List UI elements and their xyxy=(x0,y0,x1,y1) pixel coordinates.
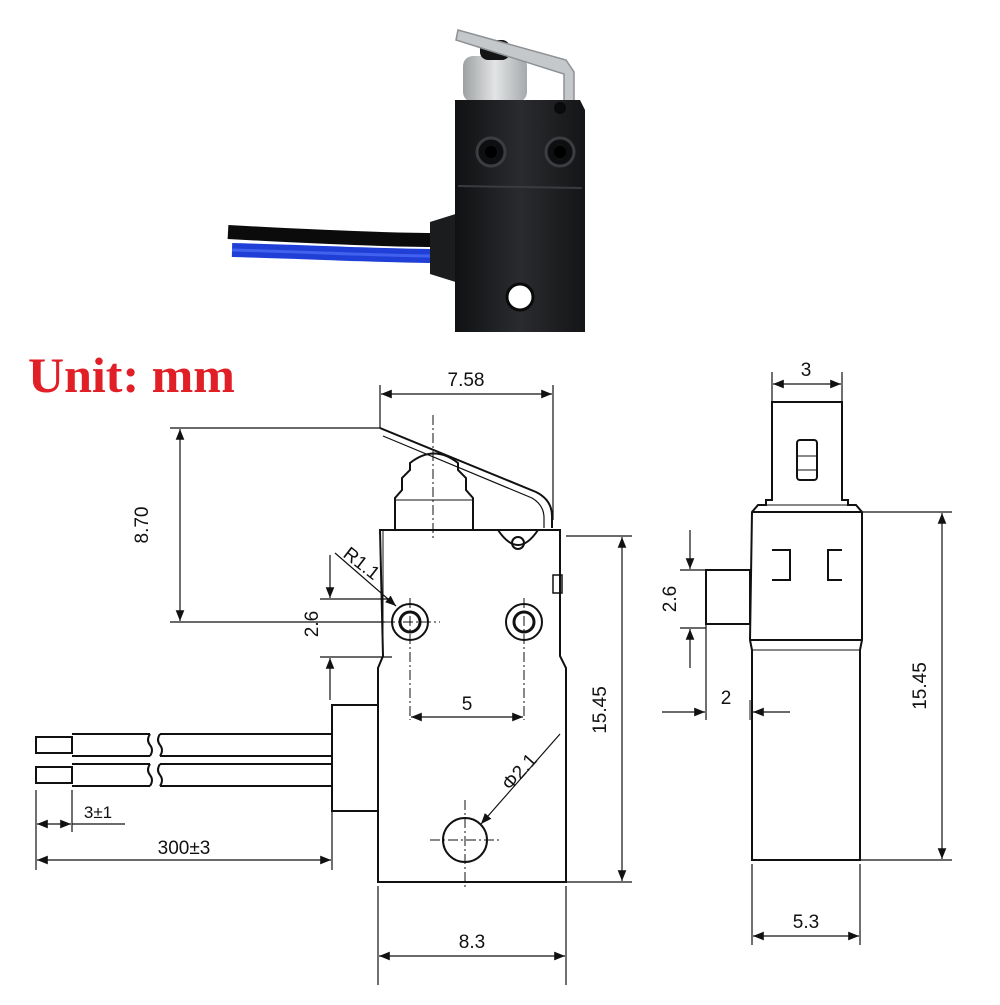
front-view xyxy=(35,427,567,883)
side-dimensions xyxy=(662,372,952,945)
plunger xyxy=(463,56,527,102)
dimension-labels: 7.58 8.70 R1.1 2.6 15.45 5 Φ2.1 3±1 300±… xyxy=(84,360,931,953)
dim-top-width: 7.58 xyxy=(448,370,485,391)
wire-boot xyxy=(430,212,462,284)
dim-wire-length: 300±3 xyxy=(158,838,211,859)
dim-side-height: 15.45 xyxy=(910,662,931,710)
dim-lever-height: 8.70 xyxy=(132,507,153,544)
front-dimensions xyxy=(35,385,632,985)
dim-radius: R1.1 xyxy=(339,543,384,584)
dim-side-spacing: 2.6 xyxy=(660,586,681,612)
dim-body-width: 8.3 xyxy=(459,932,485,953)
dim-hole-spacing-v: 2.6 xyxy=(302,611,323,637)
dim-body-height: 15.45 xyxy=(590,686,611,734)
product-photo xyxy=(227,29,585,332)
dim-side-top: 3 xyxy=(801,360,812,381)
side-body-outline xyxy=(748,401,863,861)
dim-strip: 3±1 xyxy=(84,803,112,822)
unit-title: Unit: mm xyxy=(28,347,235,403)
mounting-hole xyxy=(505,282,535,312)
dim-side-offset: 2 xyxy=(721,688,732,709)
side-view xyxy=(705,401,863,861)
front-plunger xyxy=(394,452,474,530)
black-wire xyxy=(227,225,441,247)
front-lever xyxy=(379,427,553,528)
dim-hole-dia: Φ2.1 xyxy=(498,750,541,795)
dim-side-width: 5.3 xyxy=(793,912,819,933)
centerlines xyxy=(385,415,525,890)
dim-hole-spacing-h: 5 xyxy=(462,694,473,715)
